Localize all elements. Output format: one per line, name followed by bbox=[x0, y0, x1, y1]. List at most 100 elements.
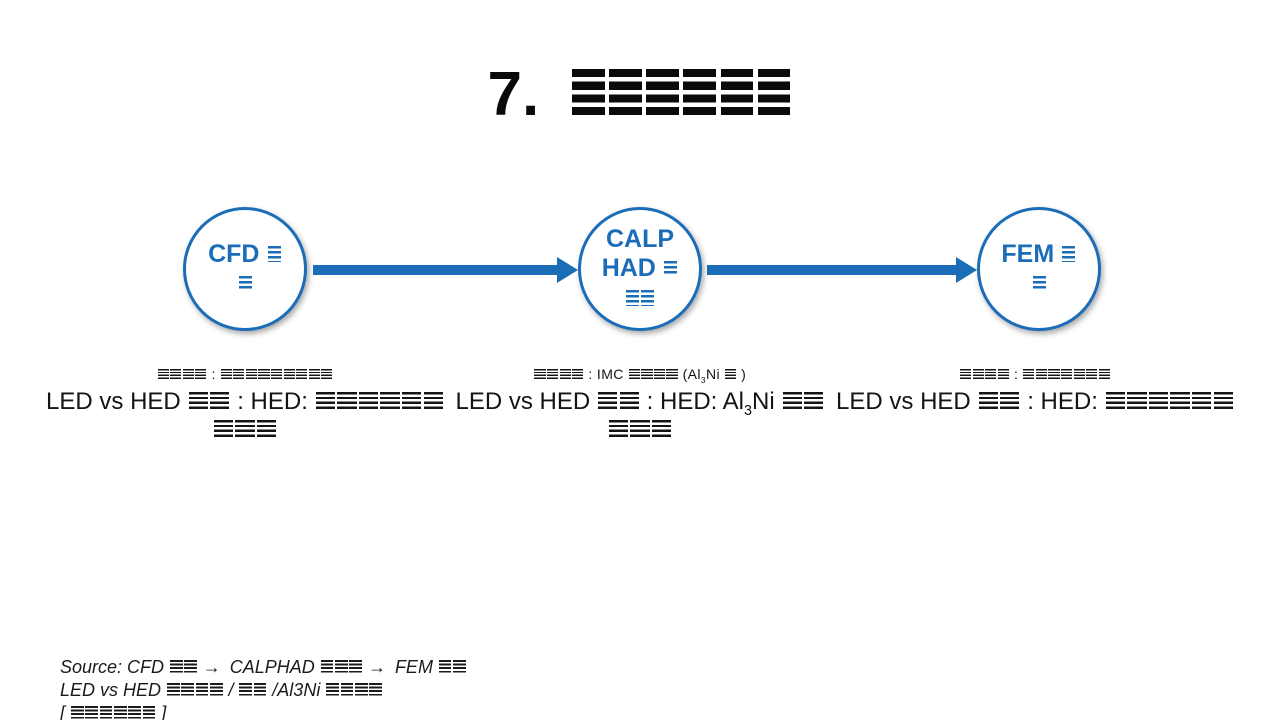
tofu-glyph bbox=[547, 369, 559, 379]
tofu-glyph bbox=[182, 369, 194, 379]
tofu-glyph bbox=[270, 369, 283, 379]
tofu-glyph bbox=[340, 683, 354, 696]
tofu-glyph bbox=[220, 369, 232, 379]
tofu-glyph bbox=[320, 660, 334, 673]
slide-title: 7. bbox=[0, 64, 1280, 126]
tofu-glyph bbox=[70, 706, 84, 719]
flow-arrow-icon bbox=[313, 265, 557, 275]
node-cfd-line bbox=[237, 269, 253, 299]
tofu-glyph bbox=[157, 369, 169, 379]
tofu-glyph bbox=[608, 420, 629, 437]
tofu-glyph bbox=[720, 68, 754, 115]
tofu-glyph bbox=[1000, 392, 1020, 409]
tofu-glyph bbox=[1062, 246, 1076, 262]
node-calphad-line bbox=[625, 284, 656, 314]
tofu-glyph bbox=[1170, 392, 1190, 409]
caption-cfd: : LED vs HED : HED: bbox=[35, 364, 455, 444]
tofu-glyph bbox=[354, 683, 368, 696]
tofu-glyph bbox=[1032, 275, 1046, 291]
tofu-glyph bbox=[181, 683, 194, 696]
tofu-glyph bbox=[438, 660, 452, 673]
tofu-glyph bbox=[985, 369, 997, 379]
tofu-glyph bbox=[1048, 369, 1060, 379]
tofu-glyph bbox=[572, 369, 584, 379]
tofu-glyph bbox=[188, 392, 208, 409]
tofu-glyph bbox=[997, 369, 1010, 379]
tofu-glyph bbox=[114, 706, 127, 719]
subscript-text: 3 bbox=[700, 374, 706, 385]
tofu-glyph bbox=[625, 290, 639, 306]
tofu-glyph bbox=[238, 275, 252, 291]
tofu-glyph bbox=[380, 392, 400, 409]
tofu-glyph bbox=[1086, 369, 1098, 379]
tofu-glyph bbox=[166, 683, 180, 696]
tofu-glyph bbox=[1148, 392, 1169, 409]
tofu-glyph bbox=[308, 369, 320, 379]
caption-cfd-text bbox=[35, 416, 455, 444]
tofu-glyph bbox=[630, 420, 650, 437]
tofu-glyph bbox=[1105, 392, 1125, 409]
tofu-glyph bbox=[619, 392, 639, 409]
tofu-glyph bbox=[233, 369, 245, 379]
tofu-glyph bbox=[235, 420, 255, 437]
caption-calphad-subtitle: : IMC (Al3Ni ) bbox=[430, 364, 850, 384]
tofu-glyph bbox=[724, 369, 737, 379]
tofu-glyph bbox=[337, 392, 357, 409]
tofu-glyph bbox=[423, 392, 443, 409]
tofu-glyph bbox=[534, 369, 546, 379]
tofu-glyph bbox=[757, 68, 791, 115]
source-note: Source: CFD → CALPHAD → FEM LED vs HED /… bbox=[60, 656, 467, 720]
caption-fem-text: LED vs HED : HED: bbox=[825, 388, 1245, 416]
tofu-glyph bbox=[402, 392, 422, 409]
tofu-glyph bbox=[641, 369, 653, 379]
tofu-glyph bbox=[559, 369, 571, 379]
node-fem-line: FEM bbox=[1001, 240, 1076, 270]
tofu-glyph bbox=[170, 369, 182, 379]
node-calphad-line: CALP bbox=[605, 224, 675, 253]
tofu-glyph bbox=[210, 392, 230, 409]
tofu-glyph bbox=[1192, 392, 1212, 409]
tofu-glyph bbox=[245, 369, 258, 379]
node-cfd-line: CFD bbox=[208, 240, 282, 270]
source-note-line: [ ] bbox=[60, 703, 167, 720]
subscript-text: 3 bbox=[744, 402, 753, 419]
tofu-glyph bbox=[1023, 369, 1035, 379]
tofu-glyph bbox=[99, 706, 113, 719]
tofu-glyph bbox=[1073, 369, 1085, 379]
tofu-glyph bbox=[283, 369, 295, 379]
caption-fem: : LED vs HED : HED: bbox=[825, 364, 1245, 416]
tofu-glyph bbox=[210, 683, 223, 696]
caption-cfd-text: LED vs HED : HED: bbox=[35, 388, 455, 416]
tofu-glyph bbox=[258, 369, 270, 379]
node-fem-circle: FEM bbox=[977, 207, 1101, 331]
tofu-glyph bbox=[315, 392, 335, 409]
node-calphad-circle: CALP HAD bbox=[578, 207, 702, 331]
tofu-glyph bbox=[267, 246, 281, 262]
caption-cfd-subtitle: : bbox=[35, 364, 455, 384]
tofu-glyph bbox=[256, 420, 277, 437]
tofu-glyph bbox=[358, 392, 379, 409]
tofu-glyph bbox=[664, 260, 678, 277]
tofu-glyph bbox=[142, 706, 156, 719]
tofu-glyph bbox=[666, 369, 678, 379]
tofu-glyph bbox=[641, 290, 655, 306]
flow-arrow-icon bbox=[707, 265, 956, 275]
tofu-glyph bbox=[1213, 392, 1233, 409]
tofu-glyph bbox=[804, 392, 824, 409]
tofu-glyph bbox=[128, 706, 141, 719]
source-note-line: LED vs HED / /Al3Ni bbox=[60, 679, 467, 702]
tofu-glyph bbox=[683, 68, 717, 115]
tofu-glyph bbox=[609, 68, 643, 115]
tofu-glyph bbox=[195, 683, 209, 696]
tofu-glyph bbox=[1098, 369, 1110, 379]
caption-calphad-text: LED vs HED : HED: Al3Ni bbox=[430, 388, 850, 419]
tofu-glyph bbox=[239, 683, 253, 696]
caption-calphad: : IMC (Al3Ni ) LED vs HED : HED: Al3Ni bbox=[430, 364, 850, 444]
tofu-glyph bbox=[253, 683, 267, 696]
tofu-glyph bbox=[1060, 369, 1073, 379]
node-calphad-line: HAD bbox=[602, 254, 679, 284]
tofu-glyph bbox=[195, 369, 207, 379]
tofu-glyph bbox=[1127, 392, 1147, 409]
tofu-glyph bbox=[326, 683, 339, 696]
